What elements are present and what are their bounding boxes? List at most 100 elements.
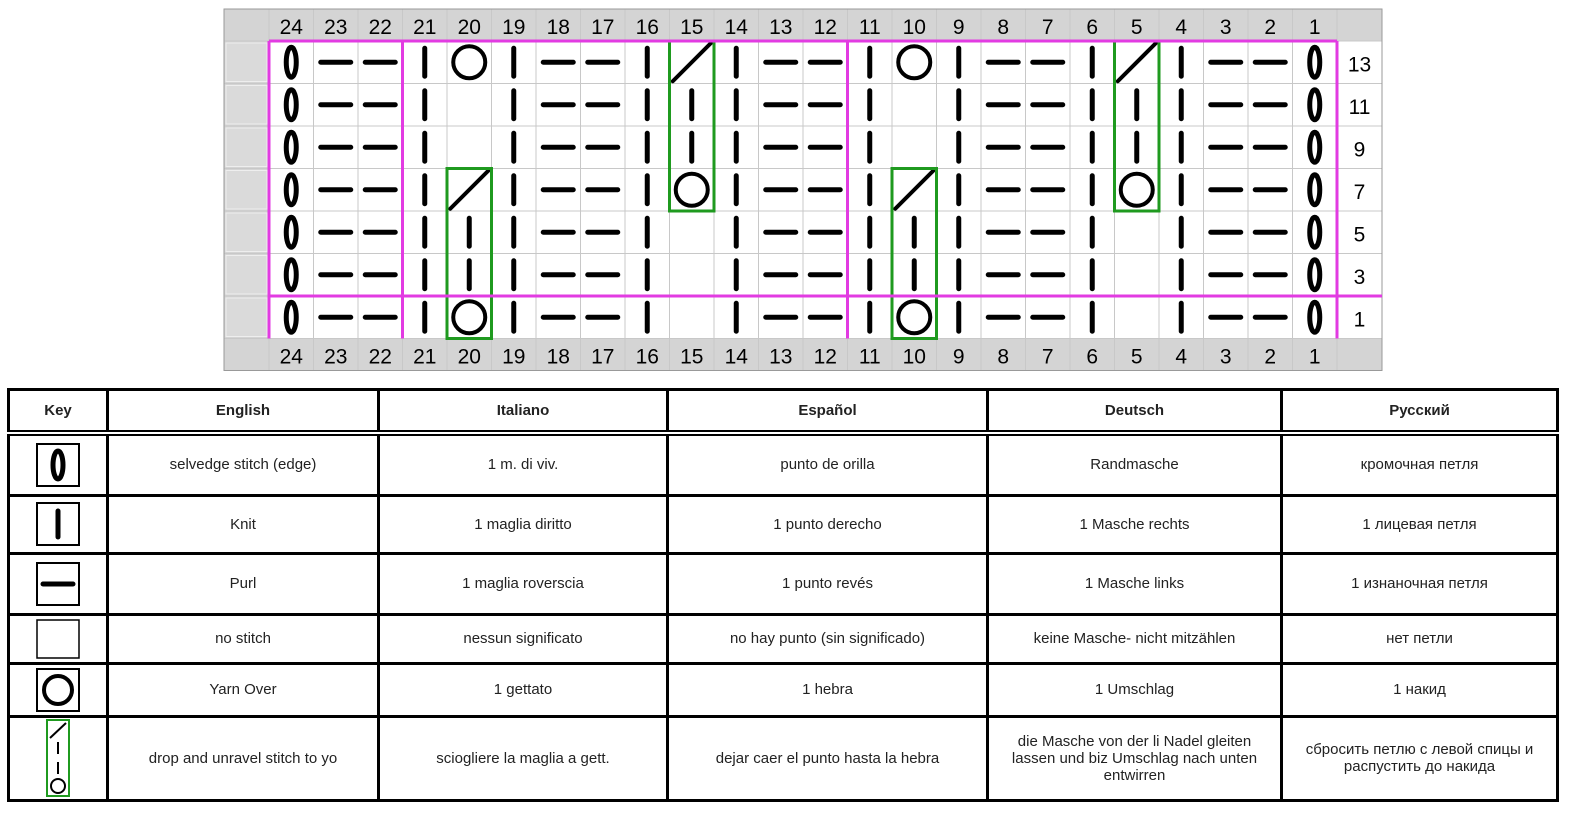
purl-icon [36,561,80,606]
legend-cell-espanol: dejar caer el punto hasta la hebra [666,714,989,802]
column-number-top: 21 [413,16,436,39]
legend-cell-english: no stitch [106,612,380,665]
selvedge-symbol [283,87,299,123]
yarn-over-symbol [673,171,710,208]
legend-cell-russian: нет петли [1280,612,1559,665]
chart-grid: 2424232322222121202019191818171716161515… [223,8,1383,371]
legend-key-cell [7,661,109,718]
legend-cell-deutsch: die Masche von der li Nadel gleiten lass… [986,714,1283,802]
selvedge-symbol [283,129,299,165]
legend-cell-espanol: 1 hebra [666,661,989,718]
column-number-top: 19 [502,16,525,39]
left-gutter-cell [225,255,268,295]
drop-stitch-symbol [893,168,936,211]
column-number-top: 1 [1309,16,1321,39]
row-number: 5 [1354,223,1366,246]
column-number-bottom: 18 [547,346,570,369]
legend-cell-italiano: 1 maglia diritto [377,493,669,555]
column-number-top: 5 [1131,16,1143,39]
no-stitch-icon [36,618,80,659]
column-number-bottom: 3 [1220,346,1232,369]
column-number-bottom: 16 [636,346,659,369]
column-number-bottom: 15 [680,346,703,369]
column-number-top: 2 [1264,16,1276,39]
left-gutter-cell [225,297,268,337]
legend-cell-english: Knit [106,493,380,555]
selvedge-icon [36,442,80,487]
column-number-top: 11 [859,16,881,39]
yarn-over-symbol [1118,171,1155,208]
selvedge-symbol [283,44,299,80]
column-number-bottom: 19 [502,346,525,369]
column-number-top: 16 [636,16,659,39]
column-number-bottom: 1 [1309,346,1321,369]
drop-stitch-symbol [670,41,713,84]
legend-cell-italiano: sciogliere la maglia a gett. [377,714,669,802]
column-number-top: 18 [547,16,570,39]
row-number: 9 [1354,138,1366,161]
legend-cell-english: selvedge stitch (edge) [106,431,380,497]
chart-border [223,8,1383,371]
row-number: 3 [1354,266,1366,289]
legend-cell-russian: 1 изнаночная петля [1280,551,1559,616]
legend-cell-russian: 1 лицевая петля [1280,493,1559,555]
legend-cell-italiano: 1 gettato [377,661,669,718]
selvedge-symbol [1307,299,1323,335]
column-number-top: 9 [953,16,965,39]
column-number-top: 13 [769,16,792,39]
column-number-top: 23 [324,16,347,39]
column-number-top: 6 [1086,16,1098,39]
legend-cell-espanol: punto de orilla [666,431,989,497]
column-number-bottom: 17 [591,346,614,369]
selvedge-symbol [283,172,299,208]
legend-key-cell [7,612,109,665]
legend-cell-deutsch: 1 Masche links [986,551,1283,616]
selvedge-symbol [283,257,299,293]
legend-header-row: Key English Italiano Español Deutsch Рус… [7,388,1559,435]
column-number-bottom: 8 [997,346,1009,369]
selvedge-symbol [283,214,299,250]
legend-key-cell [7,551,109,616]
drop-stitch-outline [445,167,493,340]
left-gutter-cell [225,212,268,252]
legend-cell-italiano: nessun significato [377,612,669,665]
column-number-bottom: 10 [903,346,926,369]
column-number-top: 8 [997,16,1009,39]
column-number-bottom: 4 [1175,346,1187,369]
column-number-bottom: 13 [769,346,792,369]
drop-stitch-icon [46,719,70,797]
column-number-bottom: 23 [324,346,347,369]
column-number-top: 22 [369,16,392,39]
column-number-top: 12 [814,16,837,39]
column-number-bottom: 11 [859,346,881,369]
knit-icon [36,502,80,546]
drop-stitch-symbol [448,168,491,211]
column-number-bottom: 12 [814,346,837,369]
yarn-over-icon [36,667,80,712]
column-number-top: 20 [458,16,481,39]
row-number: 7 [1354,181,1366,204]
column-number-bottom: 6 [1086,346,1098,369]
column-number-top: 14 [725,16,749,39]
legend-cell-english: drop and unravel stitch to yo [106,714,380,802]
column-number-bottom: 24 [280,346,304,369]
legend-header-italiano: Italiano [377,388,669,435]
legend-row: selvedge stitch (edge)1 m. di viv.punto … [7,431,1559,497]
legend-table: Key English Italiano Español Deutsch Рус… [7,388,1559,802]
row-number: 13 [1348,53,1371,76]
column-number-bottom: 9 [953,346,965,369]
left-gutter-cell [225,127,268,167]
legend-cell-russian: сбросить петлю с левой спицы и распустит… [1280,714,1559,802]
column-number-bottom: 22 [369,346,392,369]
left-gutter-cell [225,170,268,210]
legend-cell-deutsch: Randmasche [986,431,1283,497]
column-number-bottom: 20 [458,346,481,369]
column-number-top: 17 [591,16,614,39]
column-number-top: 24 [280,16,304,39]
selvedge-symbol [1307,44,1323,80]
legend-cell-espanol: no hay punto (sin significado) [666,612,989,665]
